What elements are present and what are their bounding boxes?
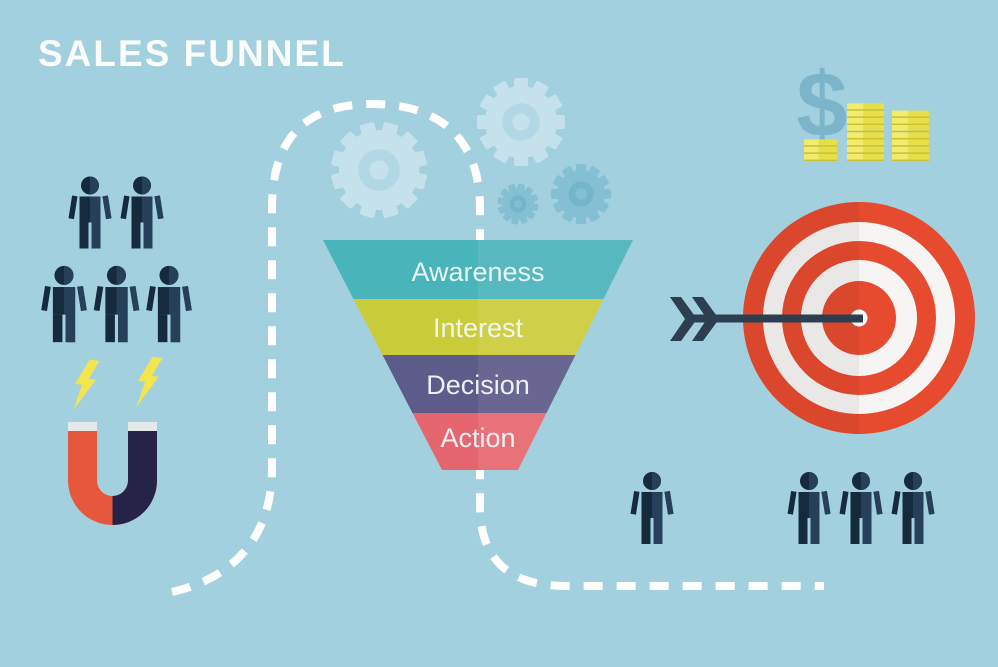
coin-edge — [892, 159, 929, 161]
coin — [863, 132, 884, 138]
coin — [863, 117, 884, 124]
coin — [847, 139, 864, 146]
coin — [847, 117, 864, 124]
coin-stack — [892, 110, 929, 161]
funnel-stage-awareness — [323, 240, 633, 299]
coin-edge — [804, 159, 837, 161]
gear-icon — [551, 164, 611, 224]
coin-edge — [847, 130, 884, 133]
coin — [908, 110, 929, 117]
coin-edge — [892, 116, 929, 118]
coin — [892, 110, 909, 117]
gears-group — [331, 78, 611, 225]
coin — [892, 146, 909, 153]
dashed-flow-path — [171, 99, 824, 596]
funnel-label-decision: Decision — [426, 370, 530, 400]
arrow-icon — [670, 297, 863, 341]
magnet-cap — [68, 422, 97, 431]
coin — [908, 117, 929, 124]
coin-edge — [892, 138, 929, 140]
coin — [863, 103, 884, 110]
coin — [892, 139, 909, 146]
gear-icon — [477, 78, 565, 166]
coin — [804, 139, 819, 146]
coin — [863, 139, 884, 146]
coin-edge — [892, 130, 929, 133]
coin — [892, 125, 909, 131]
coin — [847, 103, 864, 110]
coin — [818, 153, 837, 160]
coin — [908, 132, 929, 138]
coin-edge — [847, 145, 884, 147]
coin-edge — [847, 152, 884, 154]
money-group: $ — [796, 54, 929, 161]
coin — [892, 117, 909, 124]
coin-edge — [892, 152, 929, 154]
coin — [804, 153, 819, 160]
coin-stack — [847, 103, 884, 161]
funnel-stage-action — [412, 413, 547, 470]
coin-edge — [847, 116, 884, 118]
coin — [847, 153, 864, 160]
gear-icon — [331, 122, 427, 218]
coin — [847, 125, 864, 131]
arrow-fletching — [692, 297, 719, 341]
funnel-highlight — [478, 240, 633, 470]
coin-edge — [847, 123, 884, 125]
coin — [908, 139, 929, 146]
coin — [908, 146, 929, 153]
coin — [892, 153, 909, 160]
dollar-icon: $ — [796, 54, 847, 156]
gear-icon — [497, 183, 539, 225]
coin — [863, 110, 884, 117]
funnel-stage-decision — [382, 355, 576, 413]
coin — [847, 110, 864, 117]
page-title: SALES FUNNEL — [38, 33, 346, 74]
magnet-cap — [128, 422, 157, 431]
coin-edge — [847, 109, 884, 111]
coin — [847, 146, 864, 153]
coin-edge — [804, 145, 837, 147]
funnel-stage-interest — [353, 299, 604, 355]
funnel-label-interest: Interest — [433, 313, 524, 343]
magnet-icon — [68, 422, 157, 525]
funnel-label-action: Action — [440, 423, 515, 453]
coin — [892, 132, 909, 138]
arrow-fletching — [670, 297, 697, 341]
coin-edge — [892, 123, 929, 125]
coin — [863, 146, 884, 153]
coin — [847, 132, 864, 138]
coin — [908, 125, 929, 131]
arrow-shaft — [694, 314, 863, 323]
coin-edge — [847, 159, 884, 161]
coin — [818, 139, 837, 146]
coin — [818, 146, 837, 153]
funnel: Awareness Interest Decision Action — [323, 240, 633, 470]
coin — [863, 125, 884, 131]
coin — [863, 153, 884, 160]
funnel-label-awareness: Awareness — [411, 257, 544, 287]
coin-edge — [804, 152, 837, 154]
coin — [804, 146, 819, 153]
coin-edge — [892, 145, 929, 147]
coin-stack — [804, 139, 837, 161]
coin — [908, 153, 929, 160]
coin-edge — [847, 138, 884, 140]
